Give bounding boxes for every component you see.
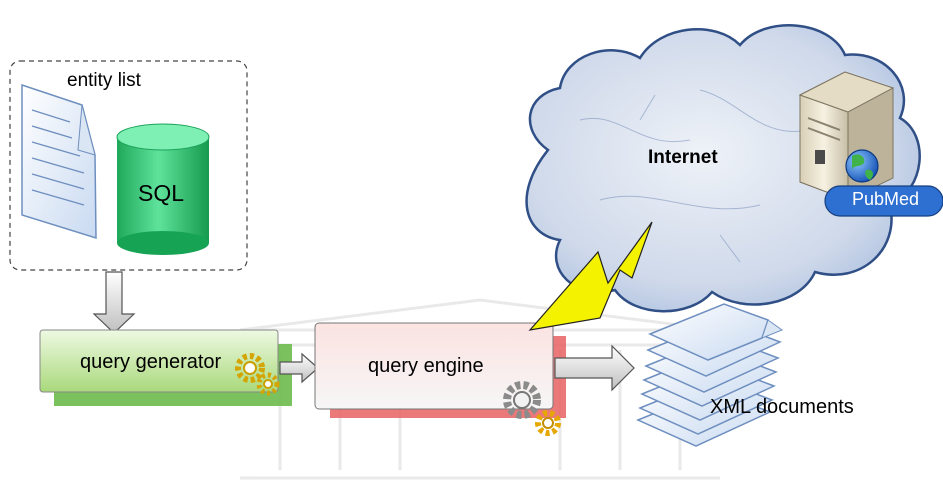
pubmed-label: PubMed (852, 189, 920, 209)
server-icon (798, 71, 895, 201)
query-generator-box (39, 329, 279, 393)
pubmed-badge (824, 185, 943, 217)
entity-list-label: entity list (67, 70, 141, 91)
internet-label: Internet (648, 147, 718, 168)
query-engine-label: query engine (368, 355, 484, 377)
sql-label: SQL (138, 180, 185, 206)
arrow-icon (279, 352, 319, 384)
gears-icon (235, 353, 280, 396)
gears-icon (503, 381, 561, 436)
xml-documents-label: XML documents (710, 396, 854, 418)
globe-icon (845, 149, 879, 183)
arrow-icon (92, 271, 136, 334)
lightning-icon (528, 221, 653, 331)
query-generator-label: query generator (80, 351, 222, 373)
documents-stack-icon (636, 303, 784, 447)
query-engine-box (314, 322, 554, 410)
document-icon (21, 83, 97, 240)
database-icon (116, 123, 210, 255)
arrow-icon (554, 344, 635, 392)
